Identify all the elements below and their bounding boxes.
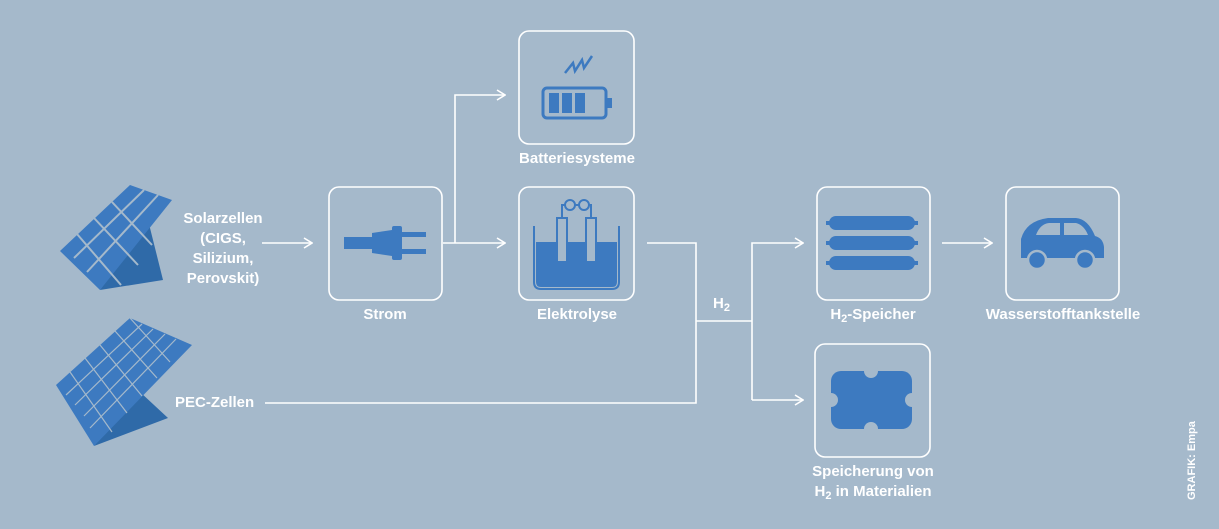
- materialien-box: [814, 343, 931, 458]
- materialien-prefix: H: [814, 483, 826, 500]
- arrow-h2-speicher: [751, 243, 803, 400]
- h2-speicher-label: H2-Speicher: [830, 305, 915, 326]
- solar-label: Solarzellen (CIGS, Silizium, Perovskit): [183, 209, 262, 289]
- pec-panel-icon: [56, 317, 192, 446]
- materialien-subscript: 2: [825, 490, 832, 502]
- strom-box: [328, 186, 443, 301]
- car-icon: [1021, 218, 1104, 271]
- h2-label: H2: [713, 294, 730, 315]
- electrolysis-icon: [533, 199, 620, 290]
- credit-label: GRAFIK: Empa: [1186, 421, 1198, 500]
- h2-prefix: H: [713, 295, 724, 312]
- material-storage-icon: [824, 364, 919, 436]
- solar-label-line: Silizium,: [192, 250, 254, 267]
- tankstelle-label: Wasserstofftankstelle: [985, 306, 1141, 323]
- solar-label-line: Solarzellen: [183, 210, 263, 227]
- h2-subscript: 2: [723, 302, 730, 314]
- solar-label-line: Perovskit): [186, 270, 260, 287]
- line-elektrolyse-h2: [265, 242, 697, 404]
- materialien-line1: Speicherung von: [812, 463, 934, 480]
- h2-speicher-prefix: H: [830, 306, 842, 323]
- batterie-box: [518, 30, 635, 145]
- h2-speicher-subscript: 2: [841, 313, 848, 325]
- arrow-strom-batterie: [454, 95, 505, 243]
- h2-speicher-suffix: -Speicher: [847, 306, 916, 323]
- batterie-label: Batteriesysteme: [519, 150, 635, 167]
- hydrogen-tank-icon: [826, 216, 918, 270]
- strom-label: Strom: [363, 306, 407, 323]
- solar-label-line: (CIGS,: [200, 230, 246, 247]
- elektrolyse-box: [518, 186, 635, 301]
- battery-icon: [541, 55, 612, 120]
- materialien-suffix: in Materialien: [831, 483, 932, 500]
- h2-speicher-box: [816, 186, 931, 301]
- materialien-label: Speicherung von H2 in Materialien: [812, 462, 934, 503]
- solar-panel-icon: [60, 185, 172, 290]
- tankstelle-box: [1005, 186, 1120, 301]
- plug-icon: [344, 226, 426, 260]
- materialien-line2: H2 in Materialien: [812, 482, 934, 503]
- pec-label: PEC-Zellen: [175, 394, 255, 411]
- elektrolyse-label: Elektrolyse: [536, 306, 618, 323]
